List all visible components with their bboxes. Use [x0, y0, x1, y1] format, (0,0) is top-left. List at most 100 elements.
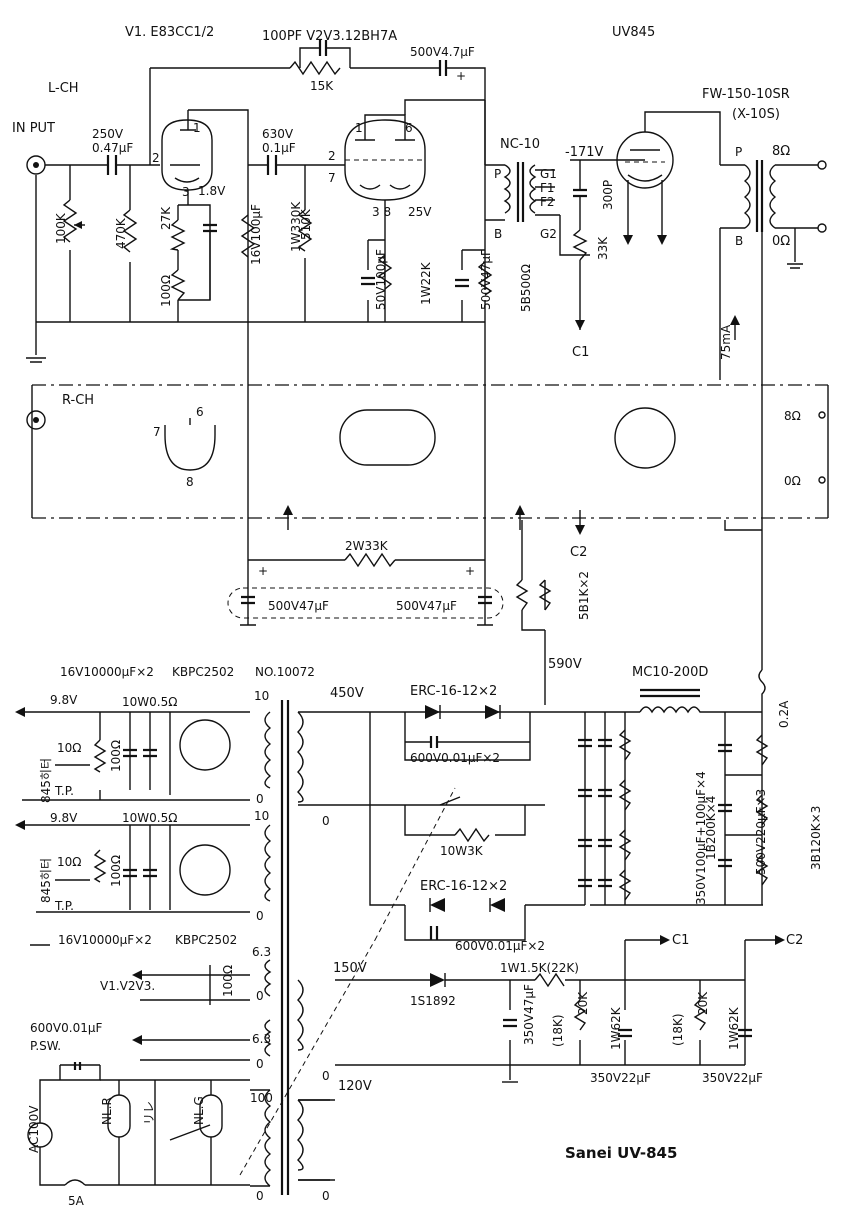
- svg-text:+: +: [258, 564, 268, 578]
- tap-10b: 10: [254, 809, 269, 823]
- label-o-0: 0Ω: [772, 234, 790, 249]
- rch-block: [26, 384, 829, 535]
- label-v-98-top: 9.8V: [50, 693, 78, 707]
- label-rch-o-0: 0Ω: [784, 474, 801, 488]
- label-r-510k: 510K: [299, 208, 313, 240]
- label-f1: F1: [540, 181, 555, 195]
- label-r-3b120k: 3B120K×3: [809, 806, 823, 870]
- label-c-600-bot: 600V0.01μF×2: [455, 939, 545, 953]
- pin-p2: P: [735, 145, 742, 159]
- label-v-k1: 1.8V: [198, 184, 226, 198]
- label-input: IN PUT: [12, 121, 55, 136]
- label-o-8: 8Ω: [772, 144, 790, 159]
- label-r-5b500: 5B500Ω: [519, 264, 533, 312]
- decoupling: [227, 322, 763, 705]
- label-c-16v-bot: 16V10000μF×2: [58, 933, 152, 947]
- label-r-330k: 1W330K: [289, 201, 303, 252]
- tap-63a: 6.3: [252, 945, 271, 959]
- label-r-100-h: 100Ω: [221, 965, 235, 997]
- power-supply: [15, 669, 785, 1195]
- pin-3: 3: [182, 185, 190, 199]
- pin-2b: 2: [328, 149, 336, 163]
- label-c-600-top: 600V0.01μF×2: [410, 751, 500, 765]
- tap-0h: 0: [322, 1189, 330, 1203]
- tap-0e: 0: [256, 1189, 264, 1203]
- label-heater-top: 845히터: [39, 758, 53, 803]
- label-r-18k-b: (18K): [671, 1013, 685, 1046]
- label-c-300p: 300P: [601, 180, 615, 210]
- label-erc-bot: ERC-16-12×2: [420, 879, 507, 894]
- label-v-98-bot: 9.8V: [50, 811, 78, 825]
- pin-2a: 2: [152, 151, 160, 165]
- label-g1: G1: [540, 167, 557, 181]
- label-d-1s1892: 1S1892: [410, 994, 456, 1008]
- label-g2: G2: [540, 227, 557, 241]
- label-v-590: 590V: [548, 657, 582, 672]
- label-heater-bot: 845히터: [39, 858, 53, 903]
- rch-pin-6: 6: [196, 405, 204, 419]
- label-c1-bot: C1: [672, 933, 689, 948]
- label-r-1w62k-a: 1W62K: [609, 1006, 623, 1050]
- label-r-10-bot: 10Ω: [57, 855, 81, 869]
- label-relay: リレ: [142, 1101, 156, 1125]
- label-c-cpl-v: 630V: [262, 127, 294, 141]
- pin-6: 6: [405, 121, 413, 135]
- label-c-350: 350V100μF+100μF×4: [694, 771, 708, 905]
- label-r-100b-top: 100Ω: [109, 740, 123, 772]
- pin-p: P: [494, 167, 501, 181]
- label-c-in: 0.47μF: [92, 141, 133, 155]
- label-c-in-v: 250V: [92, 127, 124, 141]
- tap-0g: 0: [322, 1069, 330, 1083]
- label-rch-o-8: 8Ω: [784, 409, 801, 423]
- label-c2-bot: C2: [786, 933, 803, 948]
- label-c-500-47b1: 500V47μF: [268, 599, 329, 613]
- label-r-100b-bot: 100Ω: [109, 855, 123, 887]
- label-c-k2: 50V100μF: [374, 249, 388, 310]
- label-fuse-5a: 5A: [68, 1194, 85, 1208]
- label-r-fb: 15K: [310, 79, 334, 93]
- label-v2v3: 100PF V2V3.12BH7A: [262, 29, 397, 44]
- tap-0a: 0: [256, 792, 264, 806]
- label-r-10w05-bot: 10W0.5Ω: [122, 811, 177, 825]
- pin-1: 1: [193, 121, 201, 135]
- label-c-500-47: 500V47μF: [479, 249, 493, 310]
- pin-7: 7: [328, 171, 336, 185]
- label-c-350-22-a: 350V22μF: [590, 1071, 651, 1085]
- label-tp-top: T.P.: [54, 784, 74, 798]
- tap-63b: 6.3: [252, 1032, 271, 1046]
- label-v-450: 450V: [330, 686, 364, 701]
- label-nc10: NC-10: [500, 137, 540, 152]
- label-psw: P.SW.: [30, 1039, 61, 1053]
- label-f2: F2: [540, 195, 555, 209]
- label-c1-top: C1: [572, 345, 589, 360]
- label-v-150: 150V: [333, 961, 367, 976]
- label-kbpc-top: KBPC2502: [172, 665, 234, 679]
- label-r-2w33k: 2W33K: [345, 539, 389, 553]
- label-nlr: NL.R: [100, 1097, 114, 1125]
- label-c-350-47: 350V47μF: [522, 984, 536, 1045]
- pin-1b: 1: [355, 121, 363, 135]
- rch-pin-7: 7: [153, 425, 161, 439]
- rch-pin-8: 8: [186, 475, 194, 489]
- svg-text:+: +: [456, 69, 466, 83]
- label-r-1w15k: 1W1.5K(22K): [500, 961, 579, 975]
- label-c-cpl: 0.1μF: [262, 141, 296, 155]
- label-r-33k: 33K: [596, 236, 610, 260]
- label-r-470k: 470K: [114, 217, 128, 249]
- label-r-1w62k-b: 1W62K: [727, 1006, 741, 1050]
- tap-10a: 10: [254, 689, 269, 703]
- brand-title: Sanei UV-845: [565, 1144, 677, 1162]
- label-vr-20k-b: 20K: [696, 991, 710, 1015]
- label-r-10w3k: 10W3K: [440, 844, 484, 858]
- tap-100: 100: [250, 1091, 273, 1105]
- tap-0c: 0: [256, 989, 264, 1003]
- label-out-tube: UV845: [612, 25, 655, 40]
- pin-38: 3 8: [372, 205, 391, 219]
- label-nlg: NL.G: [192, 1096, 206, 1125]
- label-tp-bot: T.P.: [54, 899, 74, 913]
- label-rch: R-CH: [62, 393, 94, 408]
- label-v-k2: 25V: [408, 205, 432, 219]
- pin-b2: B: [735, 234, 743, 248]
- label-r-10w05-top: 10W0.5Ω: [122, 695, 177, 709]
- pin-b: B: [494, 227, 502, 241]
